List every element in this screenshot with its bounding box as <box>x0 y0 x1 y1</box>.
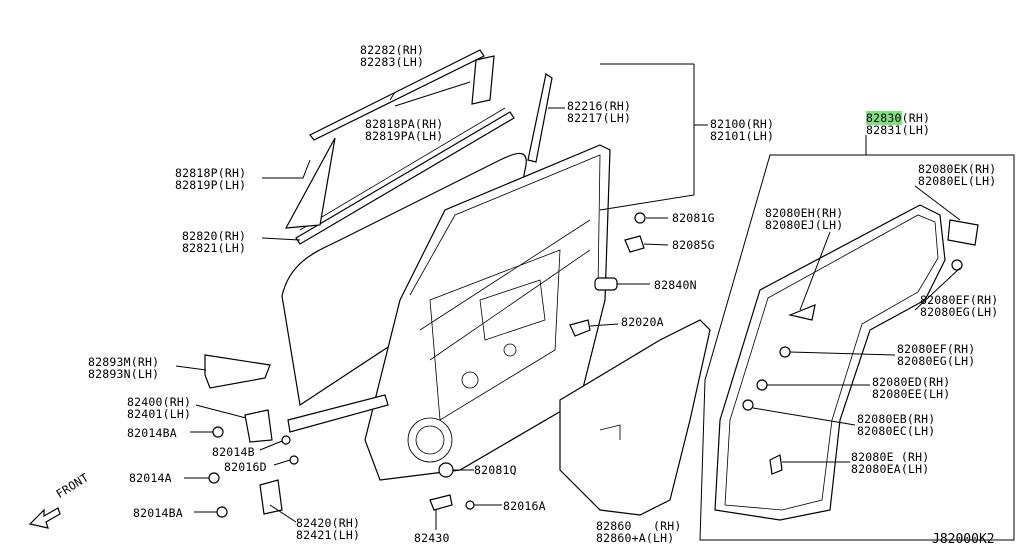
callout-82080eh: 82080EH(RH) 82080EJ(LH) <box>765 206 844 232</box>
reference-code: J82000K2 <box>932 532 995 547</box>
callout-82081q: 82081Q <box>474 463 517 477</box>
callout-82860: 82860 (RH) 82860+A(LH) <box>596 519 682 545</box>
door-trim-board <box>559 319 711 516</box>
callout-82081g: 82081G <box>672 211 715 225</box>
division-channel <box>527 73 553 163</box>
callout-82080ef-2: 82080EF(RH) 82080EG(LH) <box>897 342 976 368</box>
callout-82818p: 82818P(RH) 82819P(LH) <box>175 166 247 192</box>
callout-82100: 82100(RH) 82101(LH) <box>710 117 775 143</box>
hinge-upper <box>244 409 273 443</box>
weatherstrip <box>714 204 946 521</box>
moulding-trim <box>471 55 495 105</box>
clip-82085g <box>624 235 645 253</box>
plug-82081q <box>438 462 454 478</box>
callout-82016a: 82016A <box>503 499 546 513</box>
callout-82820: 82820(RH) 82821(LH) <box>182 229 247 255</box>
callout-82818pa: 82818PA(RH) 82819PA(LH) <box>365 117 444 143</box>
screw-82430 <box>429 494 453 511</box>
callout-82080ef-1: 82080EF(RH) 82080EG(LH) <box>920 293 999 319</box>
callout-82016d: 82016D <box>224 460 267 474</box>
callout-82400: 82400(RH) 82401(LH) <box>127 395 192 421</box>
hinge-lower <box>259 479 283 515</box>
callout-82282: 82282(RH) 82283(LH) <box>360 43 425 69</box>
callout-82420: 82420(RH) 82421(LH) <box>296 516 361 542</box>
callout-82080eb: 82080EB(RH) 82080EC(LH) <box>857 412 936 438</box>
callout-82080e: 82080E (RH) 82080EA(LH) <box>851 450 930 476</box>
callout-82080ek: 82080EK(RH) 82080EL(LH) <box>918 162 997 188</box>
highlighted-part-number: 82830 <box>866 111 902 125</box>
front-arrow <box>28 507 61 529</box>
callout-82080ed: 82080ED(RH) 82080EE(LH) <box>872 375 951 401</box>
lower-strip <box>287 394 389 433</box>
callout-82430: 82430 <box>414 531 450 545</box>
window-moulding <box>309 49 485 141</box>
door-frame <box>364 144 611 481</box>
seal-82840n <box>594 277 618 291</box>
callout-82014ba-2: 82014BA <box>133 506 183 520</box>
screw-82020a <box>569 319 591 337</box>
callout-82014b: 82014B <box>212 445 255 459</box>
callout-82085g: 82085G <box>672 238 715 252</box>
callout-82020a: 82020A <box>621 315 664 329</box>
callout-82840n: 82840N <box>654 278 697 292</box>
callout-82014a: 82014A <box>129 471 172 485</box>
corner-glass <box>284 137 336 229</box>
callout-82830: 82830(RH) 82831(LH) <box>866 111 931 137</box>
seal-82893m <box>204 354 271 389</box>
inner-strip <box>295 111 515 245</box>
callout-82893m: 82893M(RH) 82893N(LH) <box>88 355 160 381</box>
bolt-82016a <box>465 500 475 510</box>
callout-82014ba-1: 82014BA <box>127 426 177 440</box>
callout-82216: 82216(RH) 82217(LH) <box>567 99 632 125</box>
grommet-82081g <box>634 212 646 224</box>
